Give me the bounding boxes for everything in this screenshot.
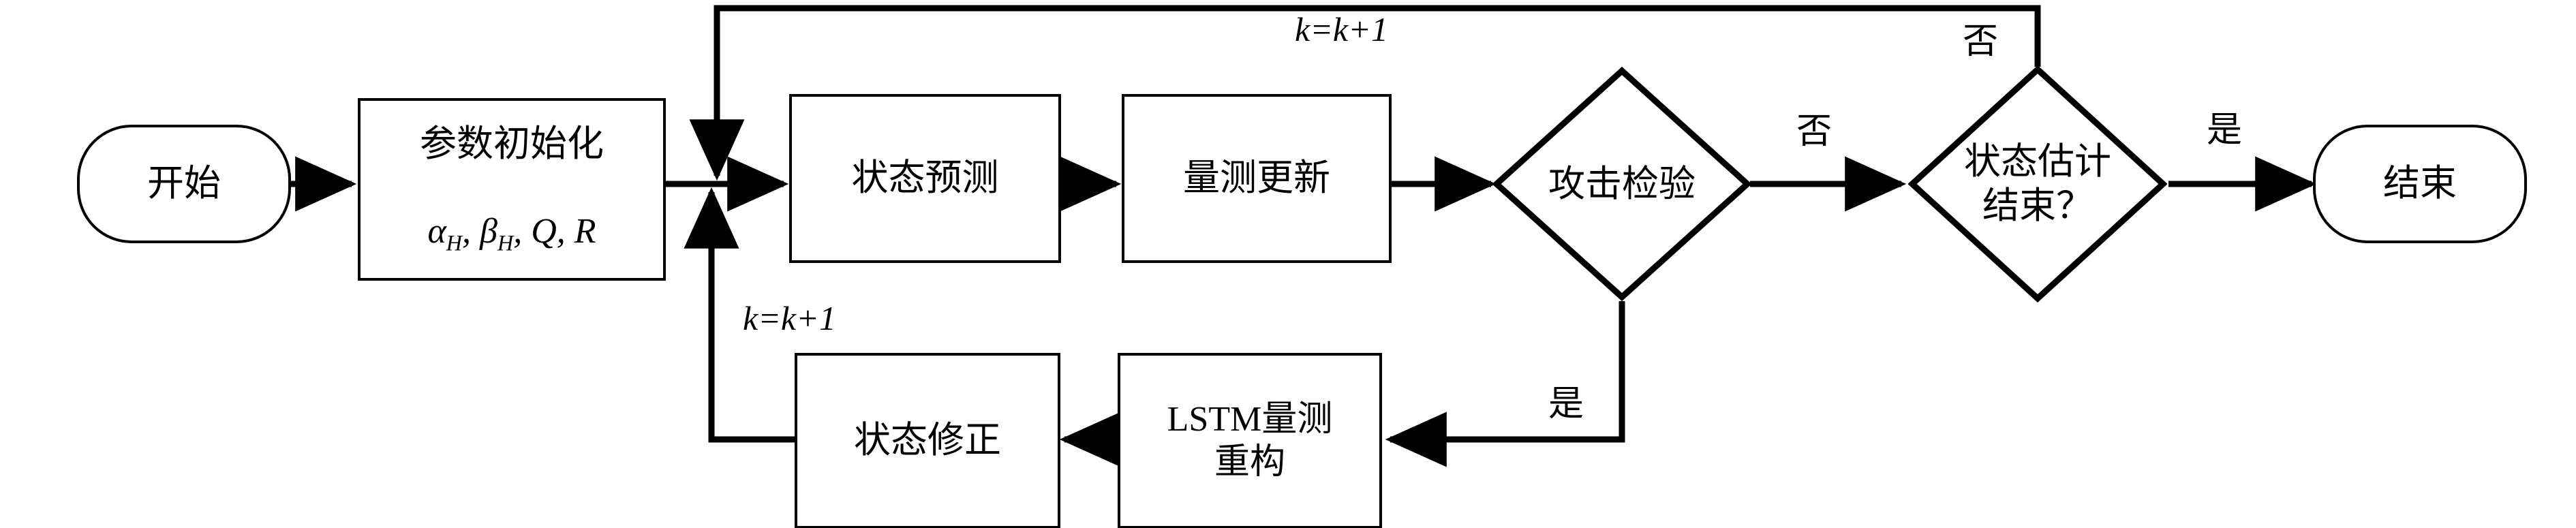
node-lstm-measurement-reconstruction[interactable]: LSTM量测 重构	[1118, 353, 1382, 528]
node-start-label: 开始	[147, 163, 221, 204]
edge-label-attack-check-yes: 是	[1548, 385, 1584, 424]
node-attack-check-label: 攻击检验	[1548, 163, 1696, 204]
node-measurement-update-label: 量测更新	[1183, 157, 1330, 199]
node-state-prediction[interactable]: 状态预测	[789, 94, 1061, 263]
node-attack-check[interactable]: 攻击检验	[1492, 66, 1752, 302]
edge-estimation-done-no-top-loop	[689, 5, 2041, 181]
node-parameter-initialization[interactable]: 参数初始化 αH, βH, Q, R	[358, 98, 666, 281]
node-state-correction[interactable]: 状态修正	[795, 353, 1060, 528]
node-parameter-initialization-label-line1: 参数初始化	[420, 123, 604, 164]
node-measurement-update[interactable]: 量测更新	[1122, 94, 1392, 263]
node-estimation-done[interactable]: 状态估计 结束？	[1907, 65, 2168, 303]
edge-attack-check-yes-to-lstm	[1385, 301, 1625, 467]
edge-label-top-loop-increment: k=k+1	[1295, 10, 1388, 48]
edge-state-correct-to-junction	[684, 187, 795, 443]
estimation-done-diamond-shape	[1907, 65, 2168, 303]
node-estimation-done-label: 状态估计 结束？	[1964, 141, 2111, 226]
edge-label-estimation-done-yes: 是	[2207, 111, 2243, 150]
node-state-prediction-label: 状态预测	[851, 157, 999, 199]
edge-label-estimation-done-no: 否	[1963, 22, 1999, 61]
attack-check-diamond-shape	[1492, 66, 1752, 302]
node-end-label: 结束	[2383, 163, 2457, 204]
edge-label-attack-check-no: 否	[1796, 112, 1833, 151]
node-parameter-initialization-symbols: αH, βH, Q, R	[427, 212, 596, 255]
edge-label-bottom-loop-increment: k=k+1	[743, 299, 836, 337]
node-state-correction-label: 状态修正	[854, 420, 1001, 461]
node-end[interactable]: 结束	[2313, 125, 2527, 243]
node-start[interactable]: 开始	[77, 125, 291, 243]
node-lstm-measurement-reconstruction-label: LSTM量测 重构	[1167, 399, 1333, 482]
